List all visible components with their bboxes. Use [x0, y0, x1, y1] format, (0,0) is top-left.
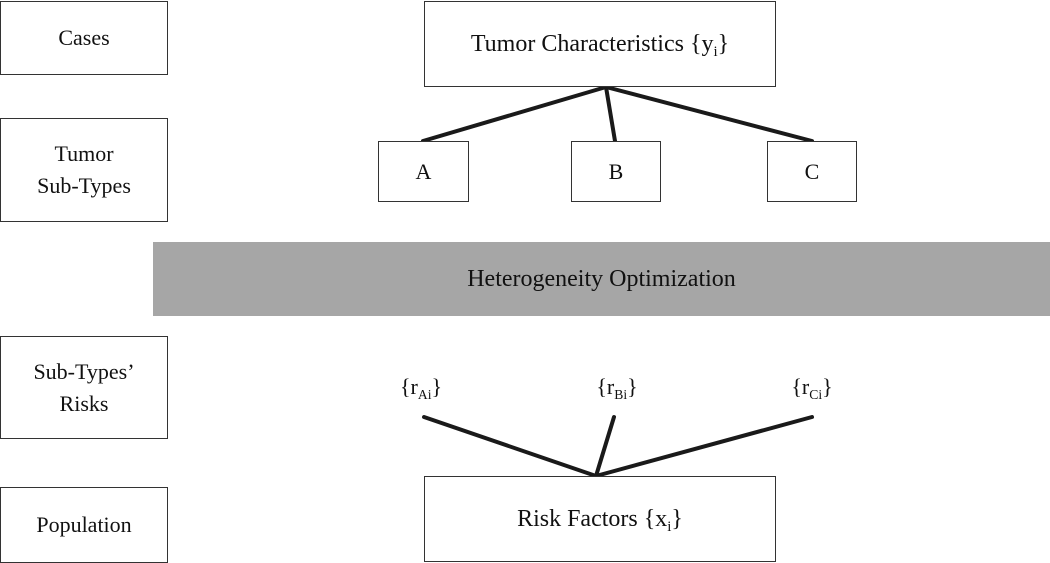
row-label-tumor-subtypes-line2: Sub-Types	[37, 173, 131, 198]
row-label-tumor-subtypes: Tumor Sub-Types	[0, 118, 168, 222]
row-label-population-text: Population	[36, 512, 132, 538]
row-label-subtypes-risks-line2: Risks	[59, 390, 109, 416]
heterogeneity-optimization-label: Heterogeneity Optimization	[467, 265, 736, 292]
connector-risk-b-to-factors	[594, 415, 616, 478]
row-label-tumor-subtypes-line1: Tumor	[54, 141, 114, 167]
subtype-c-label: C	[804, 158, 820, 184]
risk-factors-node: Risk Factors {xi}	[424, 476, 776, 562]
connector-risk-c-to-factors	[594, 415, 814, 478]
subtype-b-label: B	[608, 158, 624, 184]
tumor-characteristics-close-brace: }	[717, 30, 730, 57]
tumor-characteristics-subscript: i	[713, 43, 718, 60]
risk-factors-label: Risk Factors {xi}	[517, 502, 683, 537]
risk-b-close-brace: }	[627, 374, 638, 399]
subtype-a-node: A	[378, 141, 469, 202]
risk-b-text: {r	[596, 374, 615, 399]
row-label-tumor-subtypes-text: Tumor Sub-Types	[37, 138, 131, 202]
tumor-characteristics-label: Tumor Characteristics {yi}	[471, 27, 729, 62]
row-label-subtypes-risks: Sub-Types’ Risks	[0, 336, 168, 439]
connector-tumor-to-b	[604, 85, 617, 143]
risk-b-subscript: Bi	[614, 386, 628, 402]
row-label-cases: Cases	[0, 1, 168, 75]
risk-label-a: {rAi}	[399, 374, 443, 402]
risk-c-text: {r	[791, 374, 810, 399]
risk-factors-text: Risk Factors {x	[517, 505, 668, 532]
row-label-cases-text: Cases	[58, 25, 110, 51]
tumor-characteristics-node: Tumor Characteristics {yi}	[424, 1, 776, 87]
risk-a-close-brace: }	[431, 374, 443, 399]
risk-label-c: {rCi}	[791, 374, 833, 402]
tumor-characteristics-text: Tumor Characteristics {y	[470, 30, 714, 57]
subtype-a-label: A	[415, 158, 432, 184]
risk-c-close-brace: }	[822, 374, 833, 399]
connector-risk-a-to-factors	[422, 415, 598, 478]
heterogeneity-optimization-band: Heterogeneity Optimization	[153, 242, 1050, 316]
connector-tumor-to-c	[604, 85, 814, 143]
risk-factors-subscript: i	[667, 518, 672, 535]
risk-c-subscript: Ci	[809, 386, 823, 402]
risk-factors-close-brace: }	[671, 505, 683, 532]
subtype-c-node: C	[767, 141, 857, 202]
row-label-population: Population	[0, 487, 168, 563]
row-label-subtypes-risks-line1: Sub-Types’	[33, 358, 135, 384]
row-label-subtypes-risks-text: Sub-Types’ Risks	[33, 356, 134, 420]
connector-tumor-to-a	[421, 85, 608, 143]
subtype-b-node: B	[571, 141, 661, 202]
risk-a-subscript: Ai	[417, 386, 432, 402]
risk-label-b: {rBi}	[596, 374, 638, 402]
risk-a-text: {r	[399, 374, 418, 399]
